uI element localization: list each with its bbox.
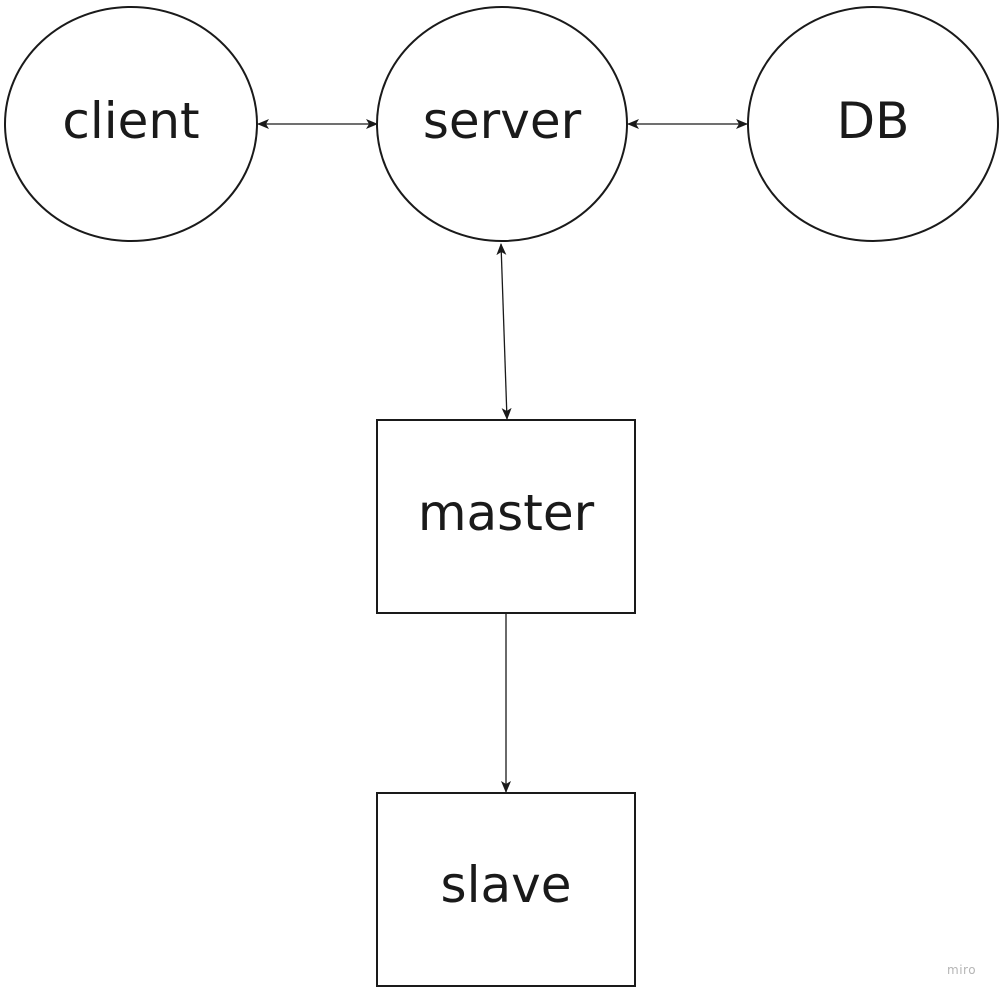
client-label: client bbox=[62, 92, 199, 150]
edge-server-master bbox=[496, 243, 512, 420]
node-client[interactable]: client bbox=[4, 6, 258, 242]
miro-watermark: miro bbox=[947, 963, 976, 977]
node-db[interactable]: DB bbox=[747, 6, 999, 242]
server-ellipse bbox=[376, 6, 628, 242]
server-label: server bbox=[423, 92, 582, 150]
db-ellipse bbox=[747, 6, 999, 242]
client-ellipse bbox=[4, 6, 258, 242]
slave-rect bbox=[376, 792, 636, 987]
node-server[interactable]: server bbox=[376, 6, 628, 242]
node-master[interactable]: master bbox=[376, 419, 636, 614]
slave-label: slave bbox=[441, 856, 572, 914]
edges bbox=[257, 119, 748, 793]
node-slave[interactable]: slave bbox=[376, 792, 636, 987]
master-label: master bbox=[418, 484, 595, 542]
master-rect bbox=[376, 419, 636, 614]
db-label: DB bbox=[837, 92, 910, 150]
